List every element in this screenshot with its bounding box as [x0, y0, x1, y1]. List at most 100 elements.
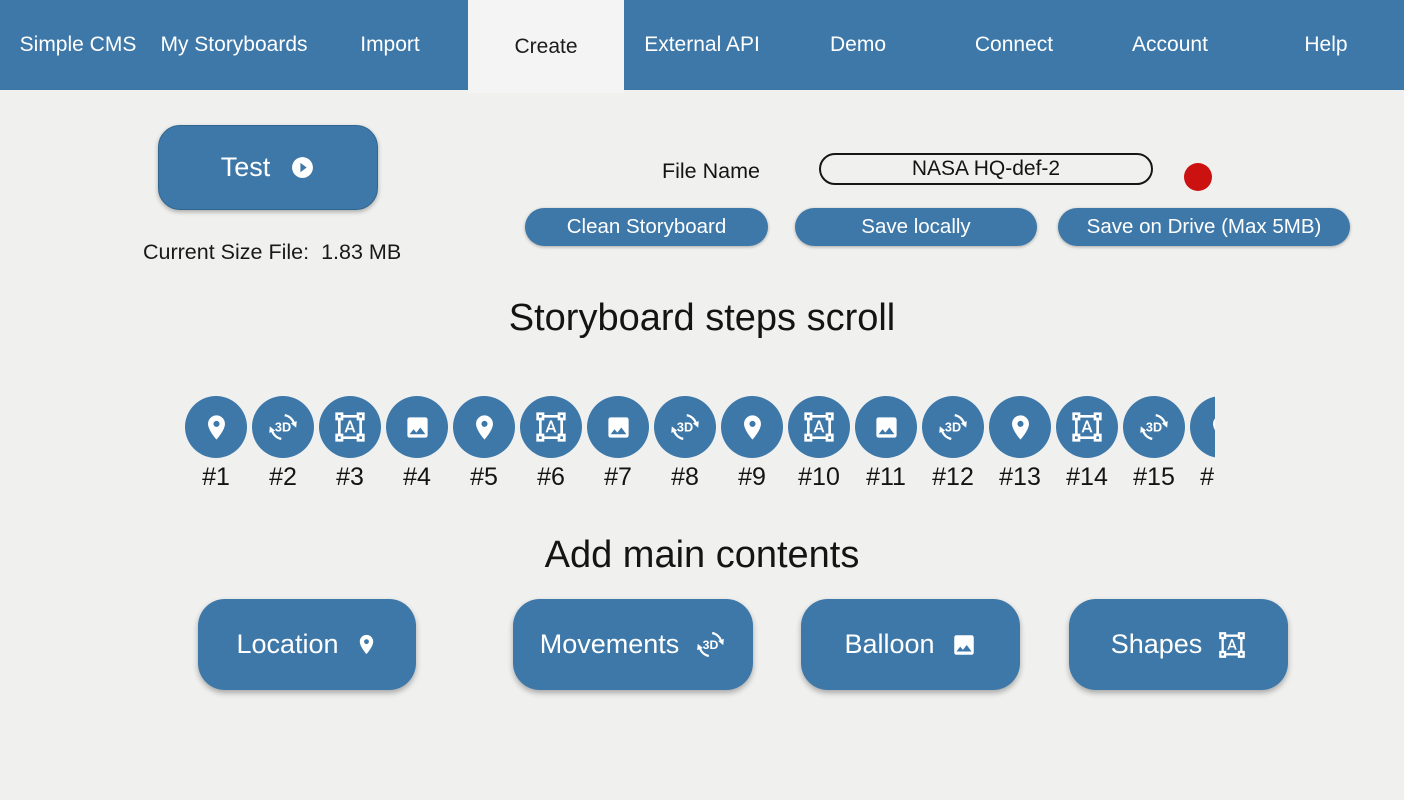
3d-rotation-icon: 3D — [267, 411, 299, 443]
step-label: #14 — [1066, 463, 1108, 491]
nav-item-simple-cms[interactable]: Simple CMS — [0, 0, 156, 90]
step-label: #12 — [932, 463, 974, 491]
storyboard-step-7[interactable]: #7 — [587, 396, 649, 492]
storyboard-step-14[interactable]: #14 — [1056, 396, 1118, 492]
step-label: #13 — [999, 463, 1041, 491]
content-button-label: Location — [236, 629, 339, 659]
step-label: #5 — [470, 463, 498, 491]
step-label: #2 — [269, 463, 297, 491]
3d-rotation-icon: 3D — [937, 411, 969, 443]
step-label: #16 — [1200, 463, 1215, 491]
step-circle[interactable] — [1190, 396, 1215, 458]
nav-item-create[interactable]: Create — [468, 0, 624, 93]
nav-item-import[interactable]: Import — [312, 0, 468, 90]
step-circle[interactable]: 3D — [1123, 396, 1185, 458]
add-balloon-button[interactable]: Balloon — [801, 599, 1020, 690]
3d-rotation-icon: 3D — [1138, 411, 1170, 443]
nav-item-label: Help — [1304, 33, 1348, 56]
3d-rotation-icon: 3D — [695, 629, 726, 660]
image-icon — [404, 414, 431, 441]
format-shapes-icon — [535, 411, 567, 443]
nav-item-external-api[interactable]: External API — [624, 0, 780, 90]
step-circle[interactable] — [587, 396, 649, 458]
image-icon — [605, 414, 632, 441]
storyboard-step-16[interactable]: #16 — [1190, 396, 1215, 492]
storyboard-step-3[interactable]: #3 — [319, 396, 381, 492]
format-shapes-icon — [803, 411, 835, 443]
nav-item-label: Account — [1132, 33, 1208, 56]
step-circle[interactable]: 3D — [252, 396, 314, 458]
nav-item-help[interactable]: Help — [1248, 0, 1404, 90]
step-circle[interactable] — [855, 396, 917, 458]
step-circle[interactable] — [319, 396, 381, 458]
content-button-label: Balloon — [844, 629, 935, 659]
step-label: #8 — [671, 463, 699, 491]
storyboard-step-5[interactable]: #5 — [453, 396, 515, 492]
step-circle[interactable] — [1056, 396, 1118, 458]
storyboard-step-4[interactable]: #4 — [386, 396, 448, 492]
svg-text:3D: 3D — [275, 421, 291, 435]
step-label: #3 — [336, 463, 364, 491]
record-indicator-dot — [1184, 163, 1212, 191]
step-label: #15 — [1133, 463, 1175, 491]
step-label: #7 — [604, 463, 632, 491]
step-circle[interactable] — [989, 396, 1051, 458]
add-location-button[interactable]: Location — [198, 599, 416, 690]
step-label: #10 — [798, 463, 840, 491]
format-shapes-icon — [1218, 631, 1246, 659]
nav-item-label: Simple CMS — [19, 33, 137, 56]
storyboard-step-9[interactable]: #9 — [721, 396, 783, 492]
step-circle[interactable] — [520, 396, 582, 458]
nav-item-label: Create — [514, 34, 578, 58]
nav-item-label: Demo — [829, 33, 887, 56]
test-button[interactable]: Test — [158, 125, 378, 210]
storyboard-step-6[interactable]: #6 — [520, 396, 582, 492]
svg-text:3D: 3D — [1146, 421, 1162, 435]
save-locally-button[interactable]: Save locally — [795, 208, 1037, 246]
svg-text:3D: 3D — [677, 421, 693, 435]
3d-rotation-icon: 3D — [669, 411, 701, 443]
current-size-label: Current Size File: — [143, 240, 310, 264]
add-shapes-button[interactable]: Shapes — [1069, 599, 1288, 690]
step-circle[interactable] — [185, 396, 247, 458]
nav-item-my-storyboards[interactable]: My Storyboards — [156, 0, 312, 90]
image-icon — [951, 632, 977, 658]
storyboard-step-10[interactable]: #10 — [788, 396, 850, 492]
storyboard-step-1[interactable]: #1 — [185, 396, 247, 492]
storyboard-step-2[interactable]: 3D #2 — [252, 396, 314, 492]
storyboard-steps-title: Storyboard steps scroll — [508, 297, 896, 339]
step-label: #9 — [738, 463, 766, 491]
location-pin-icon — [355, 633, 378, 656]
storyboard-step-15[interactable]: 3D #15 — [1123, 396, 1185, 492]
storyboard-step-8[interactable]: 3D #8 — [654, 396, 716, 492]
storyboard-step-13[interactable]: #13 — [989, 396, 1051, 492]
step-circle[interactable]: 3D — [922, 396, 984, 458]
step-circle[interactable] — [788, 396, 850, 458]
step-circle[interactable] — [386, 396, 448, 458]
save-on-drive-button[interactable]: Save on Drive (Max 5MB) — [1058, 208, 1350, 246]
test-button-label: Test — [220, 152, 271, 182]
nav-item-connect[interactable]: Connect — [936, 0, 1092, 90]
clean-storyboard-button[interactable]: Clean Storyboard — [525, 208, 768, 246]
step-circle[interactable] — [721, 396, 783, 458]
step-circle[interactable] — [453, 396, 515, 458]
storyboard-step-12[interactable]: 3D #12 — [922, 396, 984, 492]
storyboard-step-11[interactable]: #11 — [855, 396, 917, 492]
nav-item-demo[interactable]: Demo — [780, 0, 936, 90]
top-nav: Simple CMS My Storyboards Import Create Exte… — [0, 0, 1404, 93]
nav-item-label: Import — [360, 33, 420, 56]
format-shapes-icon — [334, 411, 366, 443]
image-icon — [873, 414, 900, 441]
svg-text:3D: 3D — [945, 421, 961, 435]
location-pin-icon — [1006, 413, 1035, 442]
step-label: #11 — [866, 463, 906, 491]
nav-item-account[interactable]: Account — [1092, 0, 1248, 90]
file-name-input[interactable] — [819, 153, 1153, 185]
step-circle[interactable]: 3D — [654, 396, 716, 458]
add-main-contents-title: Add main contents — [544, 534, 860, 576]
